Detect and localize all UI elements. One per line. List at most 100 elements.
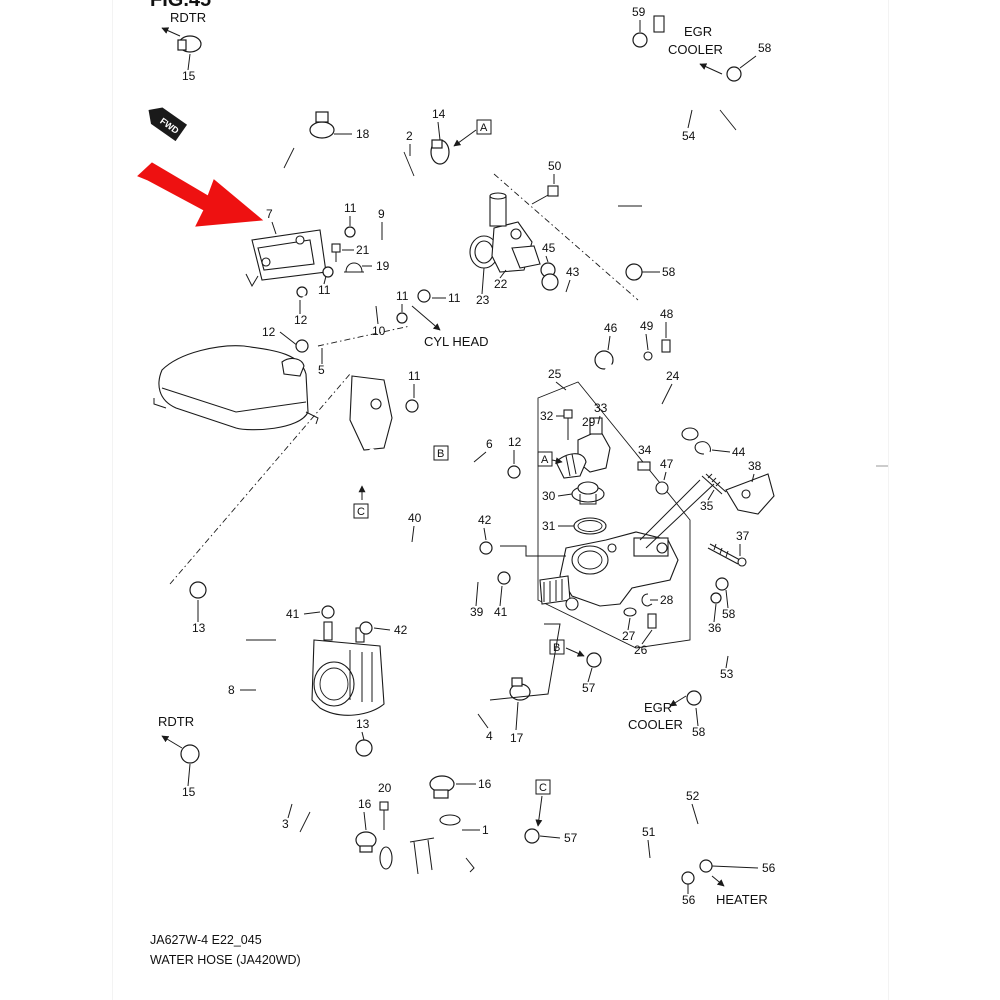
fwd-direction-icon: FWD bbox=[148, 107, 188, 142]
box-b-mid: B bbox=[437, 448, 444, 460]
bolt-50 bbox=[531, 185, 559, 205]
oil-cooler bbox=[311, 621, 385, 716]
part-19: 19 bbox=[376, 259, 390, 273]
box-c-mid: C bbox=[357, 506, 365, 518]
part-15-top: 15 bbox=[182, 69, 196, 83]
bolt-32 bbox=[563, 409, 573, 440]
part-42-a: 42 bbox=[478, 513, 492, 527]
part-41-b: 41 bbox=[286, 607, 300, 621]
part-37: 37 bbox=[736, 529, 750, 543]
water-outlet bbox=[469, 192, 541, 273]
cyl-head-label: CYL HEAD bbox=[424, 334, 489, 349]
part-16-a: 16 bbox=[478, 777, 492, 791]
part-18: 18 bbox=[356, 127, 370, 141]
part-10: 10 bbox=[372, 324, 386, 338]
part-58-d: 58 bbox=[692, 725, 706, 739]
part-1: 1 bbox=[482, 823, 489, 837]
clamp-18 bbox=[309, 111, 335, 139]
figure-label: FIG.45 bbox=[150, 0, 211, 11]
part-11-b: 11 bbox=[318, 283, 331, 297]
clamp-15-top bbox=[177, 35, 202, 53]
part-2: 2 bbox=[406, 129, 413, 143]
part-58-a: 58 bbox=[662, 265, 676, 279]
rdtr-label-bottom: RDTR bbox=[158, 714, 194, 729]
part-7: 7 bbox=[266, 207, 273, 221]
part-16-b: 16 bbox=[358, 797, 372, 811]
washer-49 bbox=[643, 351, 653, 361]
water-inlet-pipe-1 bbox=[378, 811, 475, 909]
part-28: 28 bbox=[660, 593, 674, 607]
part-41-a: 41 bbox=[494, 605, 508, 619]
part-26: 26 bbox=[634, 643, 648, 657]
part-12-a: 12 bbox=[294, 313, 308, 327]
part-8: 8 bbox=[228, 683, 235, 697]
part-12-c: 12 bbox=[508, 435, 522, 449]
part-43: 43 bbox=[566, 265, 580, 279]
clamp-16-a bbox=[429, 775, 455, 799]
box-c-lower: C bbox=[539, 782, 547, 794]
part-51: 51 bbox=[642, 825, 656, 839]
part-44: 44 bbox=[732, 445, 746, 459]
box-b-lower: B bbox=[553, 642, 560, 654]
thermostat-30 bbox=[571, 481, 605, 505]
part-23: 23 bbox=[476, 293, 490, 307]
oring-27 bbox=[623, 607, 637, 617]
part-11-e: 11 bbox=[408, 369, 421, 383]
part-21: 21 bbox=[356, 243, 370, 257]
part-48: 48 bbox=[660, 307, 674, 321]
part-17: 17 bbox=[510, 731, 524, 745]
bolt-21 bbox=[331, 243, 341, 262]
part-11-c: 11 bbox=[396, 289, 409, 303]
part-30: 30 bbox=[542, 489, 556, 503]
part-13-b: 13 bbox=[356, 717, 370, 731]
bolt-48 bbox=[661, 339, 671, 353]
part-36: 36 bbox=[708, 621, 722, 635]
pipe-bracket bbox=[349, 375, 393, 490]
red-pointer-arrow-icon bbox=[137, 162, 264, 227]
bracket-38 bbox=[725, 473, 775, 515]
thermostat-cap-29 bbox=[555, 417, 611, 479]
thermostat-housing bbox=[539, 531, 679, 611]
part-49: 49 bbox=[640, 319, 654, 333]
part-9: 9 bbox=[378, 207, 385, 221]
sensor-26 bbox=[647, 613, 657, 629]
part-42-b: 42 bbox=[394, 623, 408, 637]
part-11-d: 11 bbox=[448, 291, 461, 305]
right-margin bbox=[888, 0, 1000, 1000]
part-58-b: 58 bbox=[758, 41, 772, 55]
box-a-upper: A bbox=[480, 122, 488, 134]
cap-34 bbox=[637, 461, 651, 471]
part-12-b: 12 bbox=[262, 325, 276, 339]
part-3: 3 bbox=[282, 817, 289, 831]
rdtr-label-top: RDTR bbox=[170, 10, 206, 25]
part-33: 33 bbox=[594, 401, 608, 415]
part-6: 6 bbox=[486, 437, 493, 451]
part-13-a: 13 bbox=[192, 621, 206, 635]
clip-28 bbox=[641, 593, 653, 607]
part-35: 35 bbox=[700, 499, 714, 513]
part-14: 14 bbox=[432, 107, 446, 121]
clamp-14 bbox=[430, 139, 450, 165]
clamp-19 bbox=[344, 262, 364, 273]
egr-cooler-low-1: EGR bbox=[644, 700, 672, 715]
bolt-37 bbox=[707, 543, 747, 567]
part-47: 47 bbox=[660, 457, 674, 471]
part-46: 46 bbox=[604, 321, 618, 335]
part-56-b: 56 bbox=[682, 893, 696, 907]
box-a-housing: A bbox=[541, 454, 549, 466]
part-39: 39 bbox=[470, 605, 484, 619]
pipe-7-assembly bbox=[245, 219, 353, 288]
part-56-a: 56 bbox=[762, 861, 776, 875]
diagram-code: JA627W-4 E22_045 bbox=[150, 933, 262, 947]
part-40: 40 bbox=[408, 511, 422, 525]
part-5: 5 bbox=[318, 363, 325, 377]
bolt-35 bbox=[701, 473, 727, 495]
part-32: 32 bbox=[540, 409, 554, 423]
egr-cooler-low-2: COOLER bbox=[628, 717, 683, 732]
bolt-20 bbox=[379, 801, 389, 830]
clip-44 bbox=[694, 441, 711, 455]
part-22: 22 bbox=[494, 277, 508, 291]
part-58-c: 58 bbox=[722, 607, 736, 621]
